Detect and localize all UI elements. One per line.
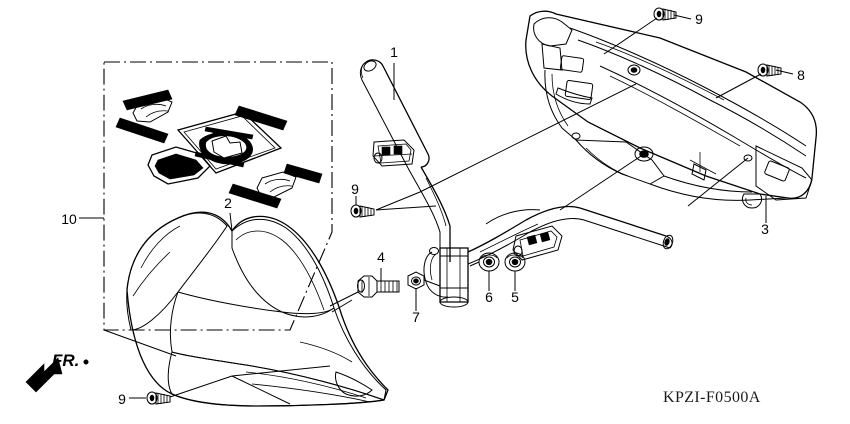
- fr-dot: [83, 359, 89, 365]
- tapping-screw-middle-left: [350, 204, 375, 218]
- flange-bolt: [357, 275, 400, 298]
- callout-10: 10: [61, 211, 77, 227]
- callout-leaders: [79, 14, 794, 399]
- tapping-screw-top-right: [653, 7, 677, 21]
- decal-emblem-square: [176, 111, 283, 174]
- handlebar-right-switch-housing: [512, 225, 563, 261]
- callout-5: 5: [511, 289, 519, 305]
- callout-9-middle: 9: [351, 181, 359, 197]
- assembly-guide-lines: [103, 17, 762, 405]
- front-direction-marker: FR.: [25, 351, 89, 393]
- callout-6: 6: [485, 289, 493, 305]
- callout-2: 2: [224, 195, 232, 211]
- callout-9-bottom: 9: [118, 391, 126, 407]
- handlebar-left-switch-housing: [372, 139, 415, 167]
- callout-8: 8: [797, 67, 805, 83]
- callout-4: 4: [377, 249, 385, 265]
- decal-sticker-set-illustration: [115, 89, 323, 209]
- decal-wing-lower: [256, 171, 297, 198]
- decal-stripe-lower-right: [283, 163, 323, 184]
- callout-1: 1: [390, 44, 398, 60]
- callout-labels: 1 2 3 4 5 6 7 8 9 9 9 10: [61, 11, 805, 407]
- callout-7: 7: [412, 309, 420, 325]
- tapping-screw-bottom-left: [146, 391, 171, 405]
- callout-9-top: 9: [695, 11, 703, 27]
- decal-name-badge: [147, 146, 211, 185]
- flange-nut: [407, 271, 425, 290]
- decal-stripe-upper-left: [122, 89, 173, 111]
- part-number-label: KPZI-F0500A: [663, 389, 761, 406]
- decal-wing-upper: [132, 96, 173, 123]
- front-cover-cowl-illustration: [126, 211, 389, 407]
- handlebar-upper-cover-illustration: [525, 10, 818, 209]
- decal-kit-boundary-box: [103, 61, 333, 331]
- callout-3: 3: [761, 221, 769, 237]
- handlebar-pipe-illustration: [359, 59, 674, 308]
- tapping-screw-right: [757, 63, 782, 77]
- decal-stripe-mid-left: [115, 117, 169, 144]
- fr-label: FR.: [52, 351, 79, 370]
- decal-stripe-bottom: [228, 183, 282, 209]
